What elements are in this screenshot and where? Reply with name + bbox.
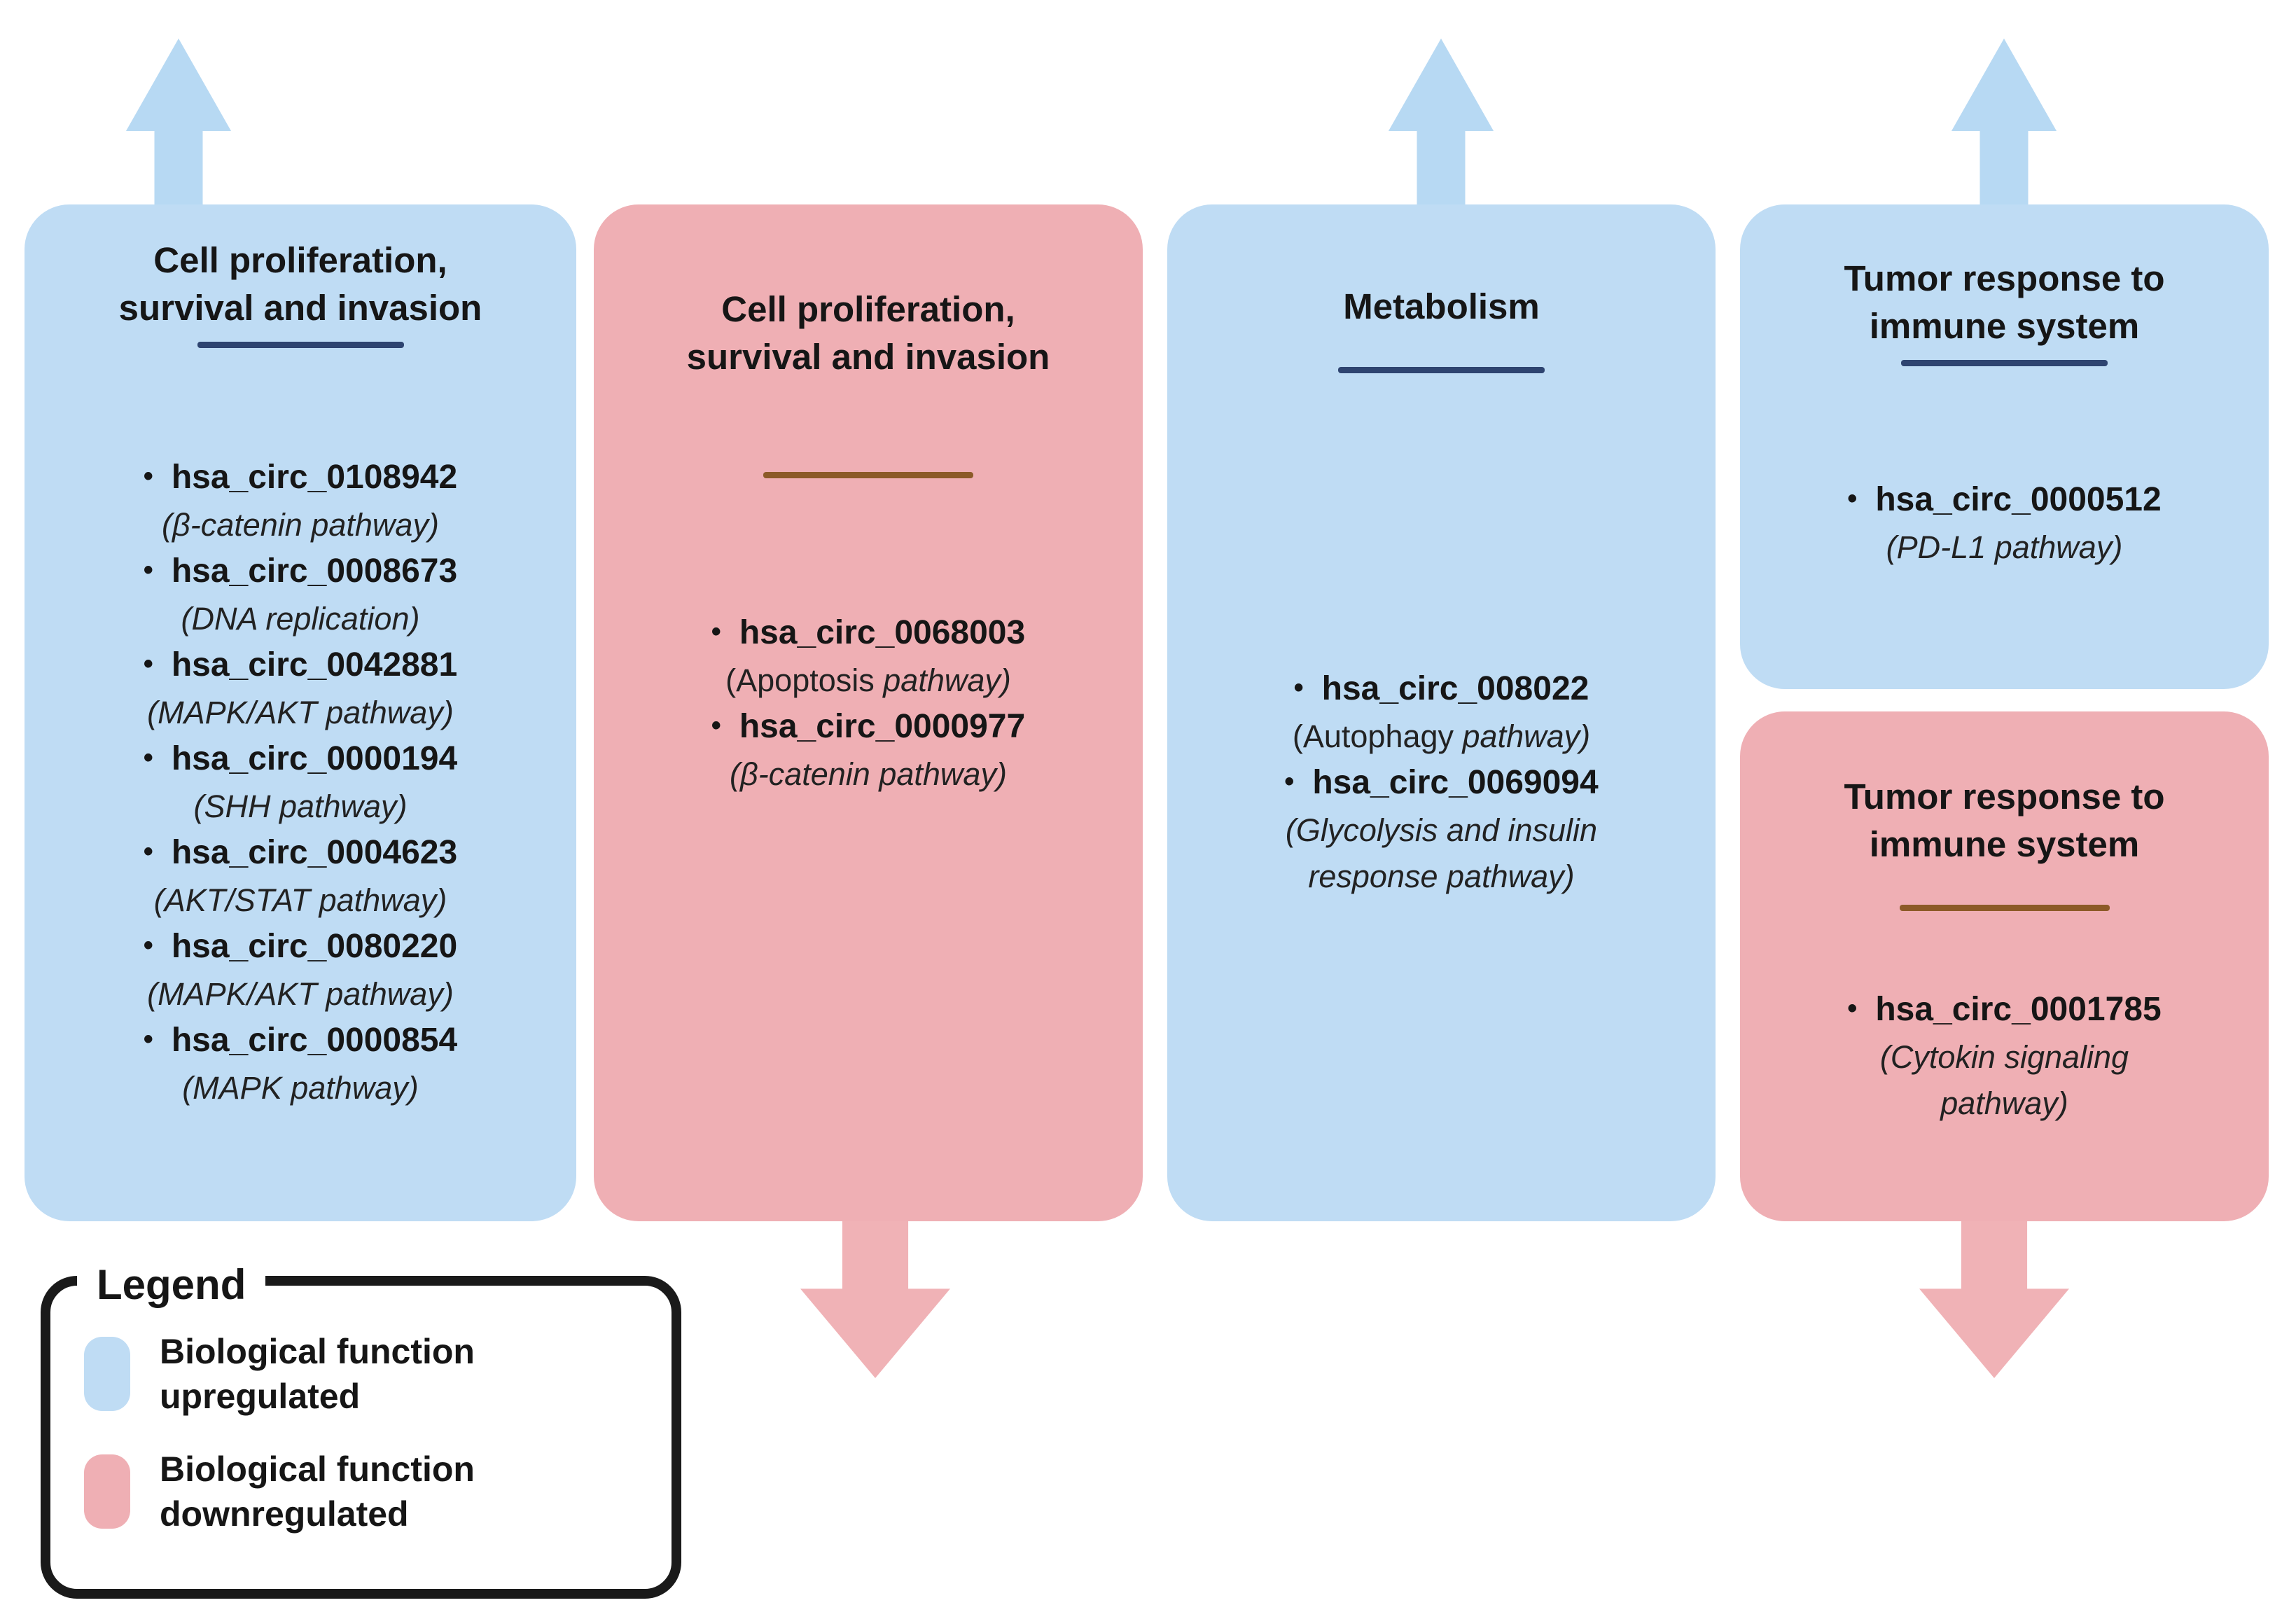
legend: Legend Biological function upregulated B…: [41, 1253, 681, 1599]
bullet-icon: •: [143, 461, 153, 492]
circ-item: •hsa_circ_0068003 (Apoptosis pathway): [618, 610, 1119, 704]
circ-item: •hsa_circ_0042881 (MAPK/AKT pathway): [48, 642, 552, 736]
bullet-icon: •: [1284, 766, 1295, 797]
circ-pathway: (AKT/STAT pathway): [153, 882, 447, 918]
circ-item: •hsa_circ_0000194 (SHH pathway): [48, 736, 552, 830]
downregulated-swatch-icon: [84, 1454, 130, 1529]
circ-id: •hsa_circ_0000977: [618, 704, 1119, 751]
legend-label: Biological function downregulated: [160, 1450, 475, 1534]
circ-list: •hsa_circ_0001785 (Cytokin signaling path…: [1764, 987, 2245, 1127]
circ-pathway: (MAPK/AKT pathway): [147, 695, 454, 730]
circ-item: •hsa_circ_0008673 (DNA replication): [48, 548, 552, 642]
circ-id: •hsa_circ_0000512: [1764, 477, 2245, 524]
circ-list: •hsa_circ_0000512 (PD-L1 pathway): [1764, 477, 2245, 571]
circ-id: •hsa_circ_0042881: [48, 642, 552, 690]
bullet-icon: •: [143, 1024, 153, 1055]
circ-item: •hsa_circ_0000854 (MAPK pathway): [48, 1017, 552, 1111]
circ-pathway: (Cytokin signaling pathway): [1879, 1039, 2129, 1121]
circ-id: •hsa_circ_0080220: [48, 924, 552, 971]
bullet-icon: •: [1847, 483, 1858, 514]
upregulated-arrow-icon: [126, 39, 231, 207]
panel-title: Metabolism: [1343, 286, 1540, 326]
upregulated-swatch-icon: [84, 1337, 130, 1411]
panel-title: Tumor response to immune system: [1844, 258, 2165, 346]
title-underline: [763, 472, 973, 478]
circ-list: •hsa_circ_0108942(β-catenin pathway)•hsa…: [48, 454, 552, 1111]
circ-pathway: (PD-L1 pathway): [1886, 529, 2123, 565]
circ-id: •hsa_circ_0108942: [48, 454, 552, 502]
legend-item-upregulated: Biological function upregulated: [84, 1329, 672, 1419]
legend-label: Biological function upregulated: [160, 1332, 475, 1416]
title-underline: [1901, 360, 2108, 366]
circ-item: •hsa_circ_0000977 (β-catenin pathway): [618, 704, 1119, 798]
panel-title: Cell proliferation, survival and invasio…: [686, 289, 1050, 377]
circ-pathway: (MAPK/AKT pathway): [147, 976, 454, 1012]
circ-pathway: (MAPK pathway): [182, 1070, 419, 1106]
panel-proliferation-downregulated: Cell proliferation, survival and invasio…: [594, 204, 1143, 1221]
bullet-icon: •: [1847, 993, 1858, 1024]
circ-item: •hsa_circ_0004623 (AKT/STAT pathway): [48, 830, 552, 924]
legend-title: Legend: [77, 1253, 266, 1316]
bullet-icon: •: [143, 555, 153, 585]
circ-id: •hsa_circ_0068003: [618, 610, 1119, 658]
circ-id: •hsa_circ_008022: [1191, 666, 1692, 714]
legend-item-downregulated: Biological function downregulated: [84, 1447, 672, 1536]
circ-id: •hsa_circ_0069094: [1191, 760, 1692, 807]
bullet-icon: •: [143, 648, 153, 679]
circ-pathway: (DNA replication): [181, 601, 420, 637]
circ-id: •hsa_circ_0004623: [48, 830, 552, 877]
circ-id: •hsa_circ_0000854: [48, 1017, 552, 1065]
circ-pathway: (β-catenin pathway): [162, 507, 439, 543]
circ-item: •hsa_circ_008022 (Autophagy pathway): [1191, 666, 1692, 760]
circ-id: •hsa_circ_0001785: [1764, 987, 2245, 1034]
circ-item: •hsa_circ_0000512 (PD-L1 pathway): [1764, 477, 2245, 571]
bullet-icon: •: [143, 742, 153, 773]
circ-item: •hsa_circ_0001785 (Cytokin signaling path…: [1764, 987, 2245, 1127]
bullet-icon: •: [143, 930, 153, 961]
circ-pathway: (β-catenin pathway): [730, 756, 1007, 792]
circ-pathway: (SHH pathway): [193, 788, 408, 824]
circ-list: •hsa_circ_0068003(Apoptosis pathway)•hsa…: [618, 610, 1119, 798]
circ-item: •hsa_circ_0080220 (MAPK/AKT pathway): [48, 924, 552, 1017]
title-underline: [1338, 367, 1545, 373]
bullet-icon: •: [143, 836, 153, 867]
title-underline: [1899, 905, 2110, 911]
bullet-icon: •: [711, 616, 721, 647]
circ-id: •hsa_circ_0008673: [48, 548, 552, 596]
circ-pathway: (Glycolysis and insulin response pathway…: [1285, 812, 1598, 894]
circ-list: •hsa_circ_008022(Autophagy pathway)•hsa_…: [1191, 666, 1692, 900]
downregulated-arrow-icon: [800, 1218, 950, 1378]
bullet-icon: •: [1293, 672, 1304, 703]
circ-pathway: (Apoptosis pathway): [725, 662, 1011, 698]
downregulated-arrow-icon: [1919, 1218, 2069, 1378]
circ-item: •hsa_circ_0108942 (β-catenin pathway): [48, 454, 552, 548]
panel-immune-upregulated: Tumor response to immune system •hsa_cir…: [1740, 204, 2269, 689]
panel-title: Tumor response to immune system: [1844, 777, 2165, 864]
panel-title: Cell proliferation, survival and invasio…: [118, 240, 482, 328]
circ-pathway: (Autophagy pathway): [1292, 718, 1591, 754]
panel-proliferation-upregulated: Cell proliferation, survival and invasio…: [25, 204, 576, 1221]
panel-metabolism-upregulated: Metabolism •hsa_circ_008022 (Autophagy pa…: [1167, 204, 1716, 1221]
circ-item: •hsa_circ_0069094 (Glycolysis and insulin…: [1191, 760, 1692, 900]
upregulated-arrow-icon: [1951, 39, 2057, 207]
bullet-icon: •: [711, 710, 721, 741]
title-underline: [197, 342, 404, 348]
upregulated-arrow-icon: [1389, 39, 1494, 207]
panel-immune-downregulated: Tumor response to immune system •hsa_cir…: [1740, 711, 2269, 1221]
circ-id: •hsa_circ_0000194: [48, 736, 552, 784]
